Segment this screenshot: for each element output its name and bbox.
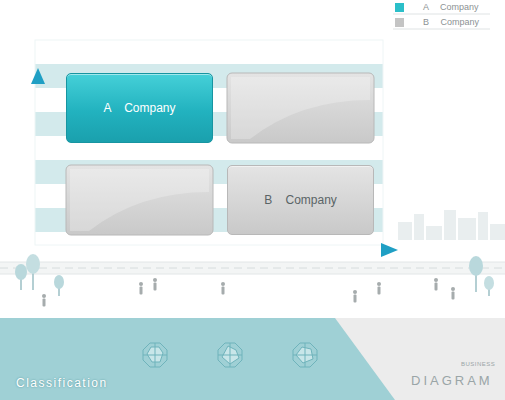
bottom-band-teal bbox=[0, 318, 395, 400]
person-figures bbox=[42, 278, 455, 307]
empty-box bbox=[227, 73, 374, 143]
legend-rule bbox=[393, 29, 490, 30]
small-caption: BUSINESS bbox=[461, 361, 495, 367]
axis-arrows bbox=[31, 68, 398, 257]
legend-swatch bbox=[395, 18, 404, 27]
legend-rule bbox=[393, 14, 490, 15]
company-box: B Company bbox=[227, 165, 374, 235]
company-label: A Company bbox=[103, 101, 175, 115]
empty-box bbox=[66, 165, 213, 235]
panel-border bbox=[35, 40, 383, 245]
legend-swatch bbox=[395, 3, 404, 12]
city-skyline bbox=[398, 210, 505, 240]
radar-icon bbox=[143, 343, 317, 367]
company-label: B Company bbox=[264, 193, 337, 207]
legend-text: B Company bbox=[423, 17, 479, 27]
legend-text: A Company bbox=[423, 2, 479, 12]
section-label: Classification bbox=[16, 376, 108, 390]
bottom-band bbox=[0, 318, 505, 400]
diagram-wordmark: DIAGRAM bbox=[411, 373, 493, 388]
tree bbox=[15, 254, 494, 296]
striped-panel bbox=[35, 40, 383, 245]
company-box: A Company bbox=[66, 73, 213, 143]
road bbox=[0, 262, 505, 274]
